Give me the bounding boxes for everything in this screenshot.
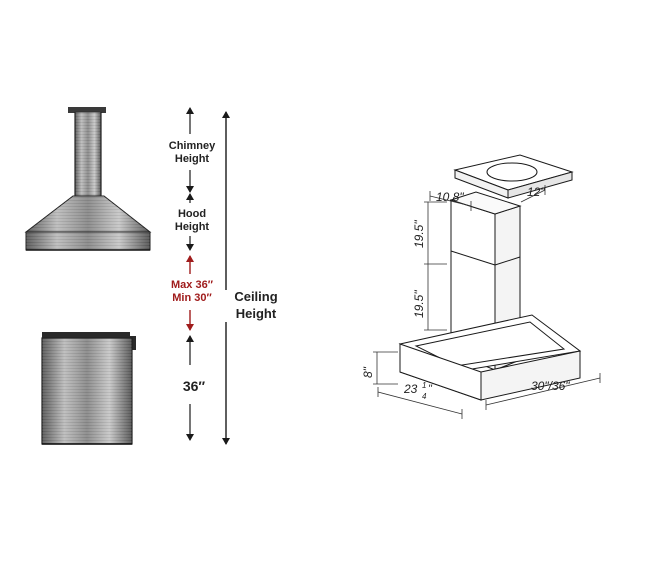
counter-height-label: 36″ [183, 378, 206, 394]
island-hood-line-drawing [398, 154, 582, 401]
base-depth-whole-label: 23 [403, 382, 418, 396]
base-side-face [480, 350, 581, 401]
ceiling-height-label-line2: Height [236, 306, 277, 321]
right-labels: 10.8" 12" 19.5" 19.5" 8" 23 1 4 " 30"/36… [361, 185, 570, 401]
clearance-max-label: Max 36″ [171, 279, 214, 291]
hood-height-label-line2: Height [175, 221, 210, 233]
hood-height-label-line1: Hood [178, 208, 206, 220]
chimney-height-label-line1: Chimney [169, 140, 216, 152]
base-depth-numerator-label: 1 [422, 381, 426, 390]
base-width-label: 30"/36" [531, 379, 570, 393]
left-labels: Chimney Height Hood Height Max 36″ Min 3… [169, 140, 278, 394]
range-illustration [41, 332, 136, 445]
lower-section-label: 19.5" [412, 290, 426, 318]
chimney-height-label-line2: Height [175, 153, 210, 165]
hood-illustration [24, 107, 152, 251]
top-vent-hole [486, 162, 538, 182]
base-depth-unit-label: " [428, 383, 433, 395]
ceiling-height-label-line1: Ceiling [234, 289, 277, 304]
top-width-label: 10.8" [436, 190, 464, 204]
base-height-label: 8" [361, 366, 375, 378]
top-depth-label: 12" [527, 185, 545, 199]
right-dimension-lines [373, 185, 601, 419]
clearance-min-label: Min 30″ [172, 292, 212, 304]
range-top [42, 332, 130, 338]
base-depth-denominator-label: 4 [422, 392, 427, 401]
vertical-dimension-arrows [186, 107, 230, 445]
chimney-cap [68, 107, 106, 113]
chimney-section-joint [450, 250, 496, 266]
upper-section-label: 19.5" [412, 220, 426, 248]
